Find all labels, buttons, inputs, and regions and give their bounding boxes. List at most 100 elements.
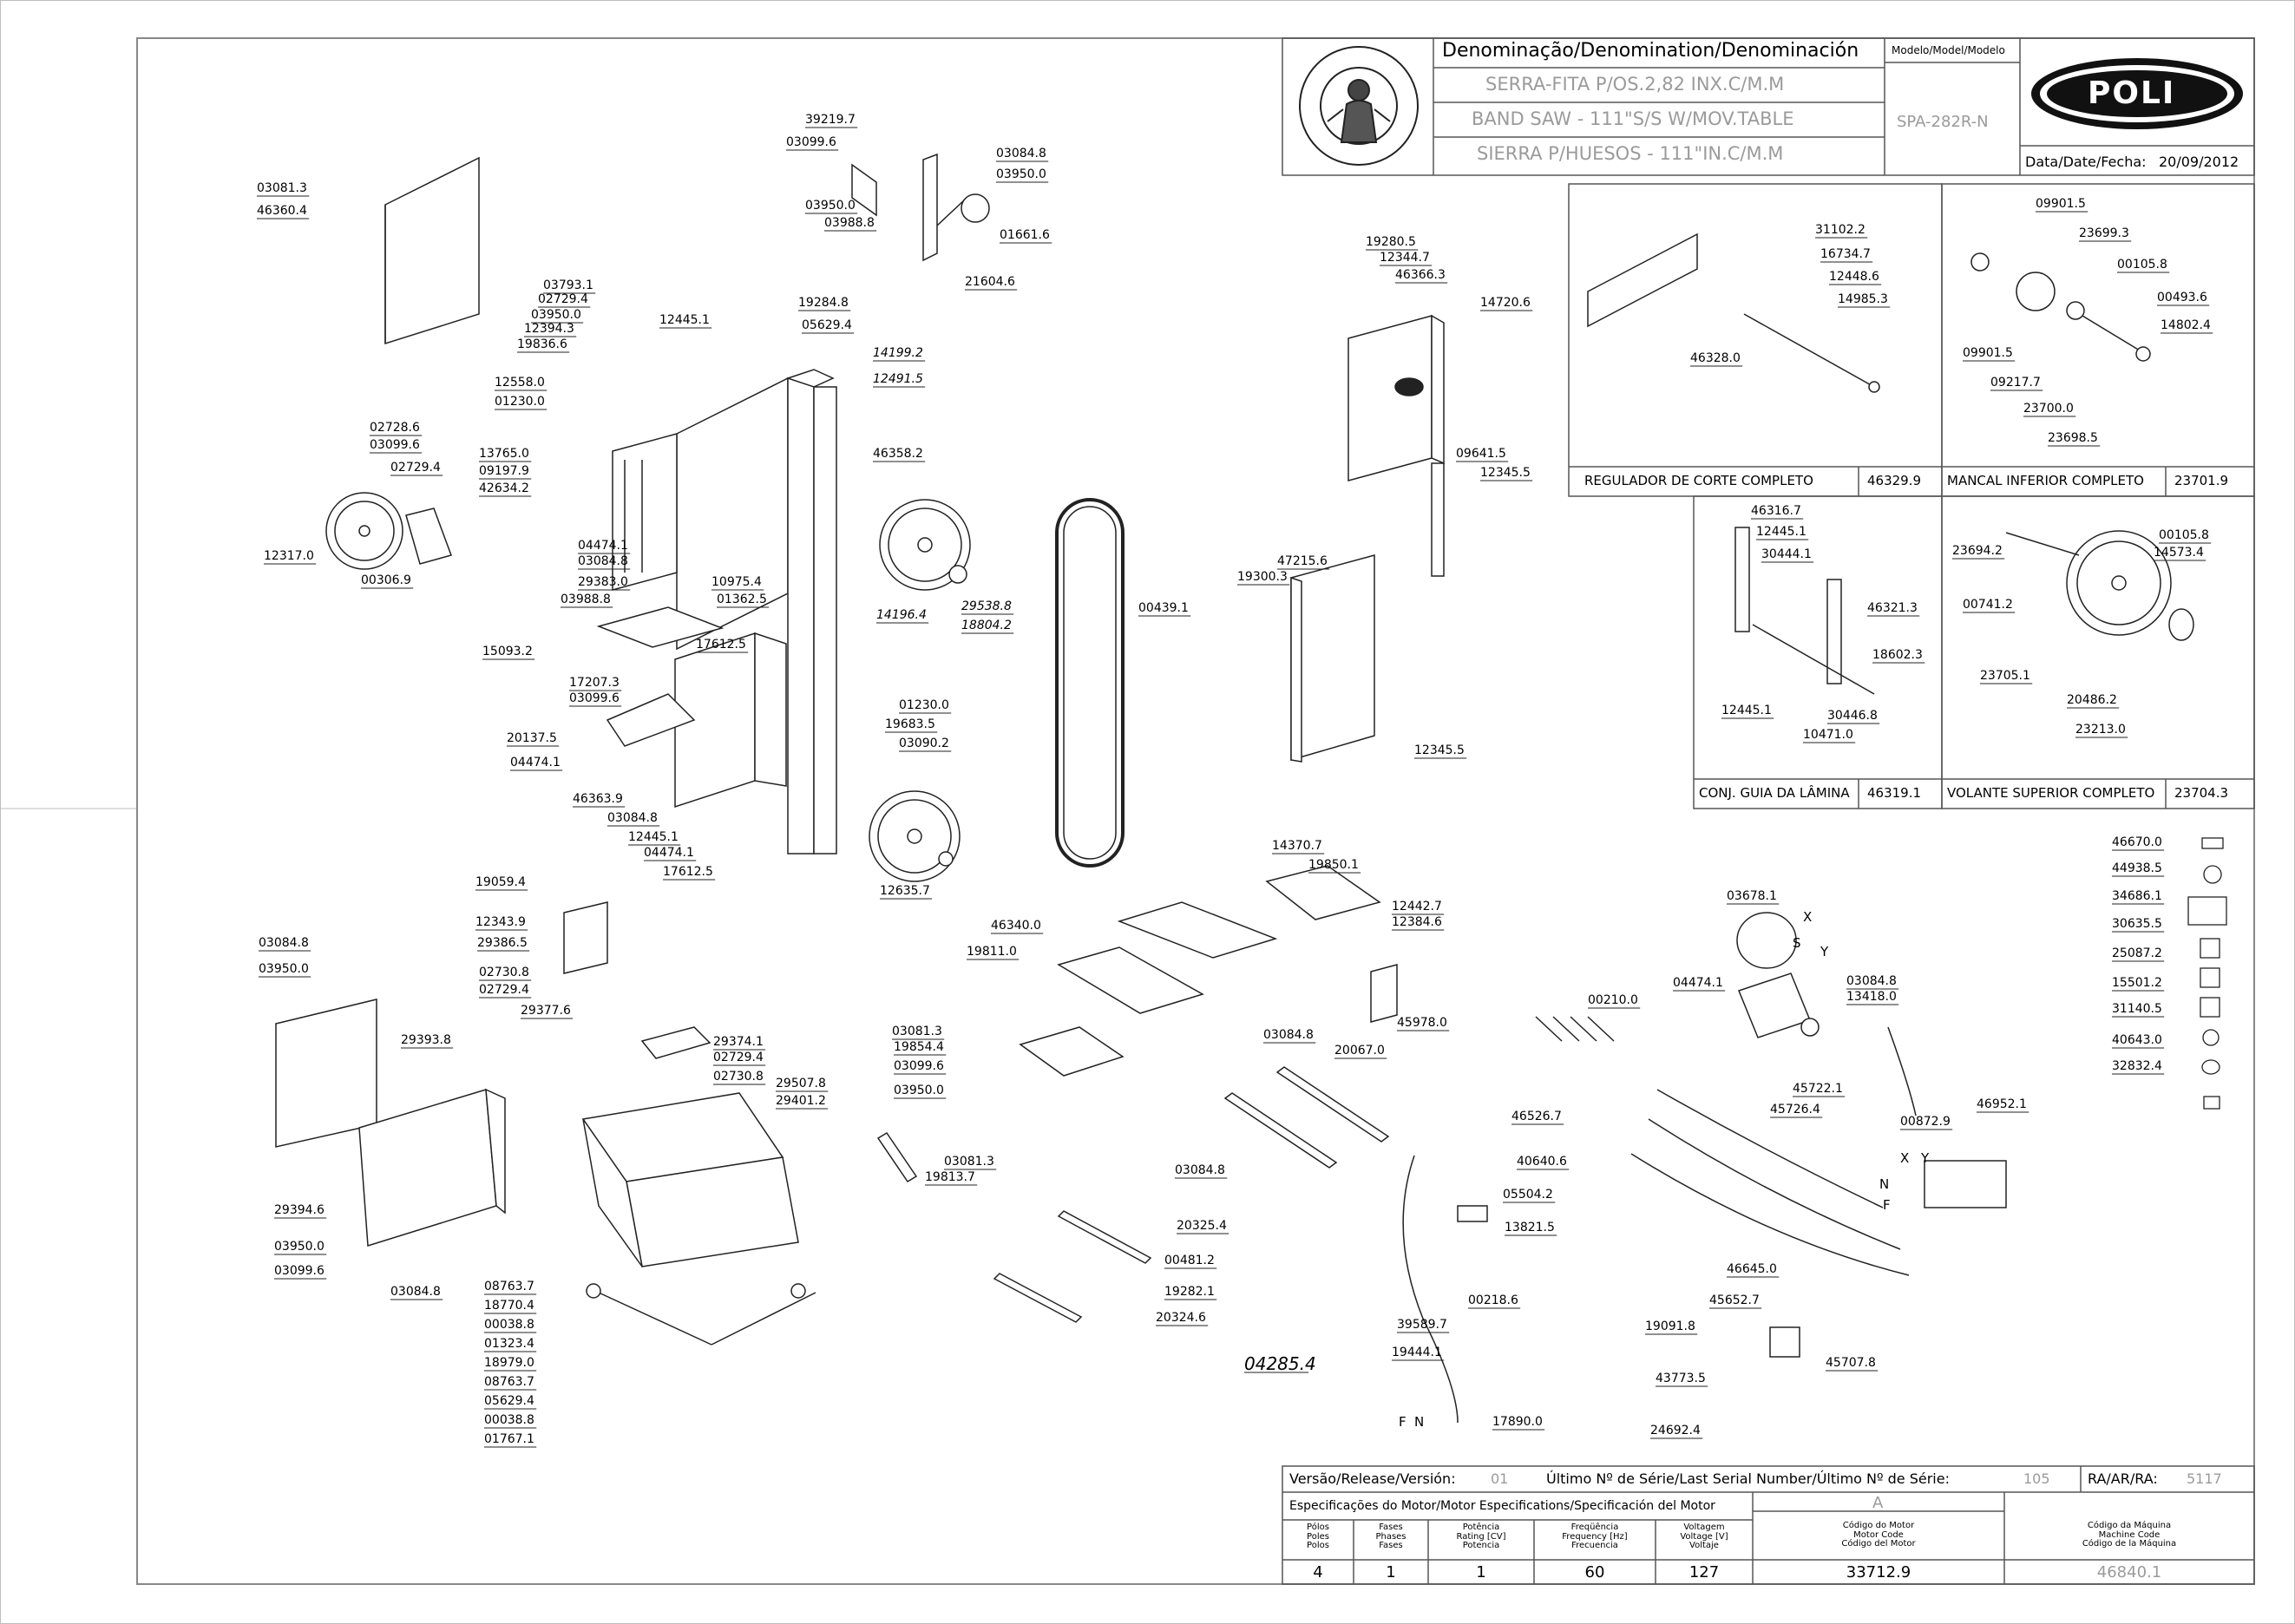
part-number-label: 05629.4 (484, 1394, 534, 1408)
part-number-label: 30444.1 (1761, 547, 1812, 561)
part-number-label: 03950.0 (531, 308, 581, 322)
part-number-label: 19059.4 (475, 875, 526, 889)
part-number-label: 46952.1 (1977, 1097, 2027, 1111)
col-machine-code: Código da Máquina Machine Code Código de… (2082, 1521, 2177, 1549)
part-number-label: 20486.2 (2067, 693, 2117, 707)
part-number-label: 14196.4 (876, 608, 927, 622)
part-number-label: 01362.5 (717, 593, 767, 606)
part-number-label: 03084.8 (1175, 1163, 1225, 1177)
part-number-label: 14802.4 (2161, 318, 2211, 332)
part-number-label: 31140.5 (2112, 1002, 2162, 1016)
part-number-label: 13765.0 (479, 447, 529, 461)
part-number-label: 42634.2 (479, 481, 529, 495)
part-number-label: 29393.8 (401, 1033, 451, 1047)
assembly-name-guia: CONJ. GUIA DA LÂMINA (1699, 785, 1850, 801)
col-poles: Pólos Poles Polos (1307, 1522, 1329, 1550)
assembly-name-regulador: REGULADOR DE CORTE COMPLETO (1584, 473, 1813, 488)
part-number-label: 12558.0 (495, 376, 545, 390)
part-number-label: 02729.4 (390, 461, 441, 475)
part-number-label: 01230.0 (899, 698, 949, 712)
part-number-label: 46645.0 (1727, 1262, 1777, 1276)
wire-terminal-letter: Y (1921, 1150, 1930, 1166)
value-frequency: 60 (1584, 1563, 1605, 1581)
part-number-label: 46363.9 (573, 792, 623, 806)
part-number-label: 25087.2 (2112, 946, 2162, 960)
serial-value: 105 (2023, 1470, 2050, 1487)
part-number-label: 03081.3 (944, 1155, 994, 1169)
part-number-label: 03950.0 (274, 1240, 325, 1254)
part-number-label: 46366.3 (1395, 268, 1446, 282)
part-number-label: 09197.9 (479, 464, 529, 478)
part-number-label: 03081.3 (892, 1025, 942, 1038)
part-number-label: 17207.3 (569, 676, 620, 690)
part-number-label: 02729.4 (538, 292, 588, 306)
part-number-label: 12491.5 (873, 372, 923, 386)
wire-terminal-letter: F (1883, 1197, 1891, 1213)
value-phases: 1 (1386, 1563, 1396, 1581)
part-number-label: 20067.0 (1334, 1044, 1385, 1058)
part-number-label: 03084.8 (1263, 1028, 1314, 1042)
part-number-label: 19813.7 (925, 1170, 975, 1184)
assembly-code-regulador: 46329.9 (1867, 473, 1922, 488)
part-number-label: 03950.0 (894, 1084, 944, 1097)
part-number-label: 02730.8 (713, 1070, 764, 1084)
part-number-label: 18804.2 (961, 619, 1012, 632)
value-machine-code: 46840.1 (2096, 1563, 2162, 1581)
part-number-label: 46328.0 (1690, 351, 1741, 365)
part-number-label: 12345.5 (1480, 466, 1531, 480)
part-number-label: 02730.8 (479, 966, 529, 979)
part-number-label: 29374.1 (713, 1035, 764, 1049)
poli-logo (2031, 58, 2243, 129)
part-number-label: 16734.7 (1820, 247, 1871, 261)
part-number-label: 29377.6 (521, 1004, 571, 1018)
part-number-label: 00439.1 (1138, 601, 1189, 615)
part-number-label: 03099.6 (786, 135, 836, 149)
part-number-label: 04474.1 (644, 846, 694, 860)
part-number-label: 40640.6 (1517, 1155, 1567, 1169)
part-number-label: 01661.6 (1000, 228, 1050, 242)
poli-logo-text: POLI (2088, 75, 2176, 111)
part-number-label: 12394.3 (524, 322, 574, 336)
product-name-en: BAND SAW - 111"S/S W/MOV.TABLE (1472, 108, 1794, 129)
part-number-label: 03950.0 (996, 167, 1046, 181)
part-number-label: 46316.7 (1751, 504, 1801, 518)
date-value: 20/09/2012 (2159, 154, 2239, 170)
part-number-label: 19836.6 (517, 337, 567, 351)
part-number-label: 03099.6 (569, 691, 620, 705)
wire-terminal-letter: S (1793, 935, 1801, 951)
part-number-label: 04285.4 (1244, 1353, 1316, 1374)
wire-terminal-letter: N (1879, 1176, 1890, 1192)
part-number-label: 15501.2 (2112, 976, 2162, 990)
part-number-label: 17612.5 (696, 638, 746, 652)
part-number-label: 46526.7 (1511, 1110, 1562, 1123)
part-number-label: 04474.1 (578, 539, 628, 553)
part-number-label: 45726.4 (1770, 1103, 1820, 1116)
part-number-label: 23705.1 (1980, 669, 2030, 683)
part-number-label: 19444.1 (1392, 1346, 1442, 1359)
part-number-label: 46670.0 (2112, 835, 2162, 849)
part-number-label: 12445.1 (1721, 704, 1772, 717)
part-number-label: 00306.9 (361, 573, 411, 587)
part-number-label: 46360.4 (257, 204, 307, 218)
part-number-label: 21604.6 (965, 275, 1015, 289)
part-number-label: 17612.5 (663, 865, 713, 879)
version-label: Versão/Release/Versión: (1289, 1470, 1456, 1487)
part-number-label: 12445.1 (659, 313, 710, 327)
part-number-label: 18979.0 (484, 1356, 534, 1370)
part-number-label: 14985.3 (1838, 292, 1888, 306)
part-number-label: 12635.7 (880, 884, 930, 898)
part-number-label: 12445.1 (628, 830, 679, 844)
part-number-label: 12345.5 (1414, 743, 1465, 757)
part-number-label: 00105.8 (2117, 258, 2167, 272)
part-number-label: 20137.5 (507, 731, 557, 745)
col-voltage: Voltagem Voltage [V] Voltaje (1680, 1522, 1728, 1550)
wire-terminal-letter: F (1399, 1414, 1407, 1430)
part-number-label: 00741.2 (1963, 598, 2013, 612)
assembly-name-volante: VOLANTE SUPERIOR COMPLETO (1947, 785, 2155, 801)
part-number-label: 23694.2 (1952, 544, 2003, 558)
part-number-label: 19282.1 (1164, 1285, 1215, 1299)
part-number-label: 46340.0 (991, 919, 1041, 933)
part-number-label: 43773.5 (1656, 1372, 1706, 1385)
part-number-label: 29401.2 (776, 1094, 826, 1108)
